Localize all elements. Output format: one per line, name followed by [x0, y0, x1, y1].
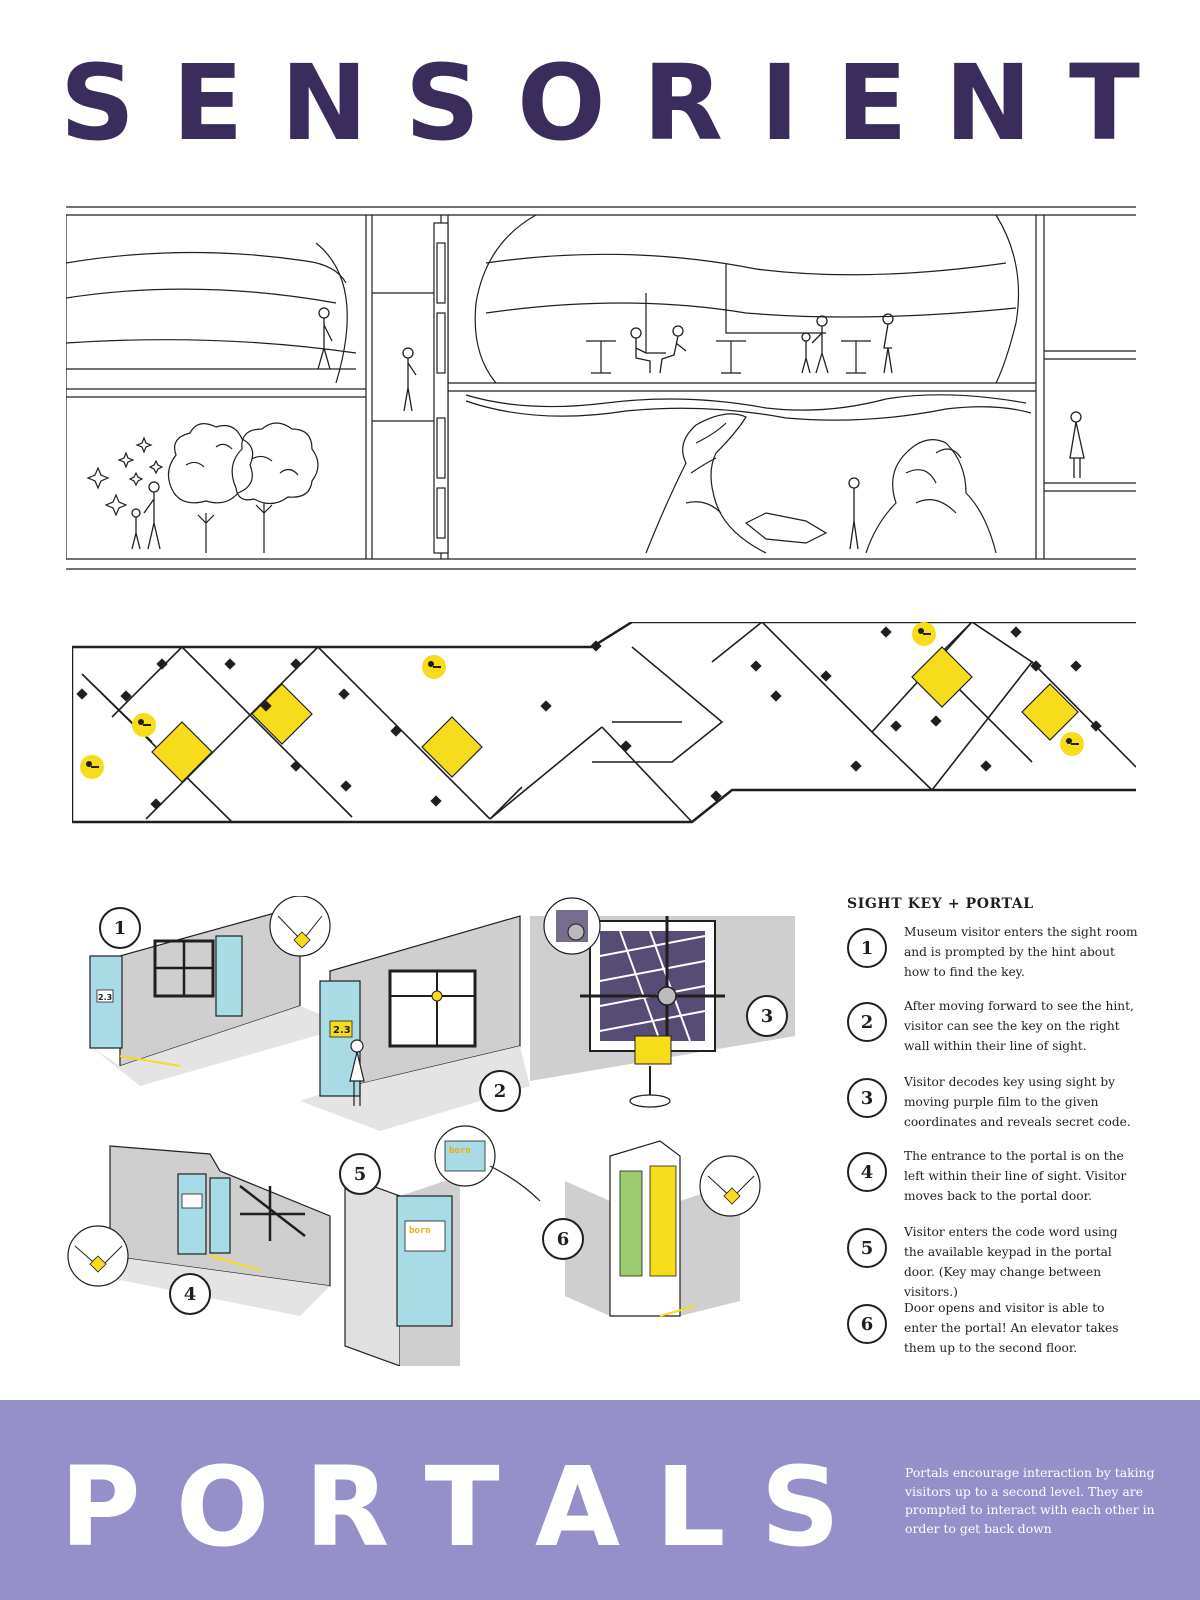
keypad-word: born: [449, 1146, 471, 1156]
step-number: 6: [847, 1304, 887, 1344]
table-icon: [586, 340, 871, 374]
step-item: 3 Visitor decodes key using sight by mov…: [847, 1072, 1137, 1140]
floor-plan-diagram: [72, 622, 1136, 824]
elevator-shaft-icon: [433, 222, 449, 554]
title-letter: N: [944, 42, 1032, 164]
title-letter: S: [60, 42, 135, 164]
tree-icon: [167, 422, 319, 553]
footer-letter: R: [304, 1443, 390, 1571]
vignette-number: 5: [354, 1164, 367, 1185]
key-glyph: [86, 628, 1079, 768]
footer-description: Portals encourage interaction by taking …: [905, 1465, 1155, 1536]
vignette-1: 2.3 1: [89, 896, 350, 1086]
building-outline: [66, 206, 1136, 570]
vignette-number: 6: [557, 1229, 570, 1250]
vignette-2: 2.3 2: [300, 915, 530, 1131]
step-text: The entrance to the portal is on the lef…: [904, 1149, 1127, 1203]
step-number: 5: [847, 1228, 887, 1268]
footer-letter: A: [534, 1443, 621, 1571]
step-number: 2: [847, 1002, 887, 1042]
vignette-5: born born 5: [339, 1125, 541, 1366]
sparkle-icon: [86, 436, 164, 517]
vignette-number: 1: [114, 918, 127, 939]
step-number: 3: [847, 1078, 887, 1118]
title-letter: N: [280, 42, 368, 164]
footer-letter: T: [424, 1443, 500, 1571]
building-section-drawing: [66, 206, 1136, 570]
step-number: 4: [847, 1152, 887, 1192]
step-text: After moving forward to see the hint, vi…: [904, 999, 1134, 1053]
footer-letter: P: [60, 1443, 141, 1571]
door-room-number: 2.3: [333, 1025, 351, 1036]
vignette-6: 6: [542, 1140, 761, 1317]
process-vignettes: 2.3 1 2.3 2: [67, 896, 795, 1366]
key-icon: [80, 622, 1084, 779]
footer-letter: O: [175, 1443, 270, 1571]
footer-title: P O R T A L S: [60, 1452, 840, 1562]
vignette-4: 4: [67, 1145, 331, 1316]
vignette-number: 3: [761, 1006, 774, 1027]
step-item: 4 The entrance to the portal is on the l…: [847, 1146, 1137, 1214]
step-text: Visitor enters the code word using the a…: [904, 1225, 1118, 1299]
title-letter: E: [172, 42, 244, 164]
title-letter: O: [517, 42, 606, 164]
title-letter: E: [836, 42, 908, 164]
vignette-number: 2: [494, 1081, 507, 1102]
title-letter: S: [404, 42, 480, 164]
page-title: S E N S O R I E N T: [60, 48, 1140, 158]
step-text: Museum visitor enters the sight room and…: [904, 925, 1138, 979]
portal-icon: [151, 646, 1079, 783]
keypad-word: born: [409, 1226, 431, 1236]
step-item: 1 Museum visitor enters the sight room a…: [847, 922, 1138, 990]
title-letter: T: [1069, 42, 1140, 164]
footer-letter: S: [760, 1443, 840, 1571]
vignette-3: 3: [530, 897, 795, 1108]
footer-letter: L: [655, 1443, 726, 1571]
rock-icon: [645, 413, 997, 554]
step-number: 1: [847, 928, 887, 968]
footer-band: P O R T A L S Portals encourage interact…: [0, 1400, 1200, 1600]
plan-outline: [72, 622, 1136, 824]
step-text: Visitor decodes key using sight by movin…: [904, 1075, 1131, 1129]
step-item: 2 After moving forward to see the hint, …: [847, 996, 1137, 1064]
title-letter: R: [642, 42, 723, 164]
door-room-number: 2.3: [98, 993, 112, 1002]
plan-grid: [81, 622, 1136, 823]
step-item: 5 Visitor enters the code word using the…: [847, 1222, 1137, 1299]
step-item: 6 Door opens and visitor is able to ente…: [847, 1298, 1137, 1366]
step-text: Door opens and visitor is able to enter …: [904, 1301, 1119, 1355]
vignette-number: 4: [184, 1284, 197, 1305]
title-letter: I: [760, 42, 799, 164]
gallery-curves: [66, 214, 1032, 421]
steps-heading: SIGHT KEY + PORTAL: [847, 896, 1034, 912]
person-icon: [131, 307, 1085, 550]
